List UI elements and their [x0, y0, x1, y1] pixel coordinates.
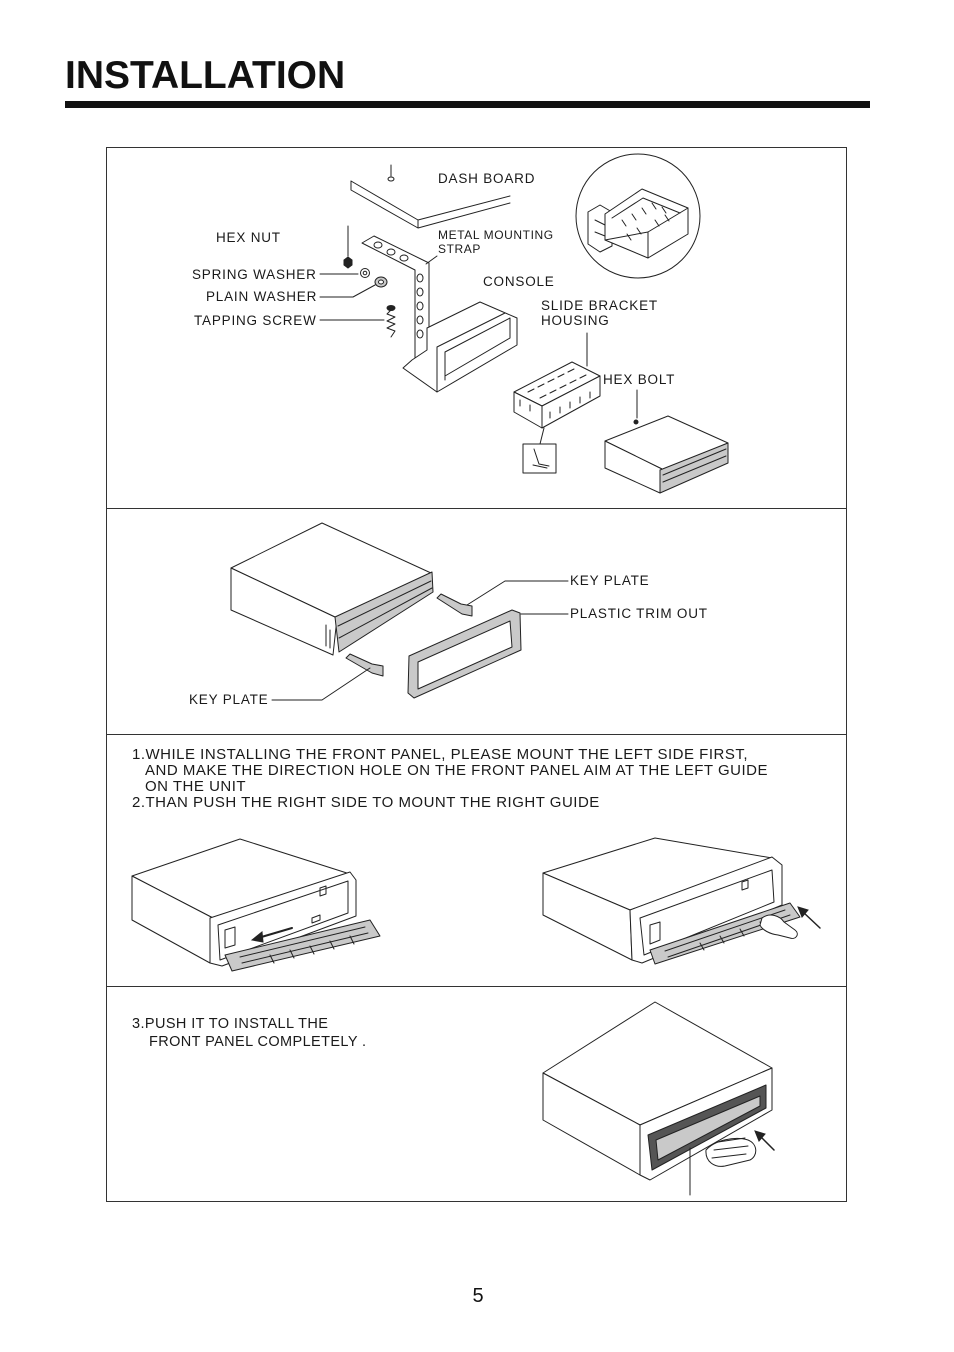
label-metal-mounting-strap-line2: STRAP — [438, 242, 482, 256]
label-slide-bracket-line2: HOUSING — [541, 313, 610, 328]
fasteners-drawing — [319, 225, 396, 338]
instruction-line: ON THE UNIT — [145, 778, 247, 795]
connector-latch — [594, 219, 606, 237]
unit-front-lines — [662, 448, 727, 483]
unit-mechanism — [224, 885, 327, 949]
unit-with-trim-drawing — [230, 522, 434, 656]
push-arrow-left-shaft — [257, 927, 293, 939]
connector-pins — [621, 202, 670, 241]
strap-hole — [416, 301, 424, 311]
label-key-plate-bottom: KEY PLATE — [189, 692, 269, 707]
metal-mounting-strap-drawing — [361, 235, 438, 361]
plastic-trim-opening — [417, 620, 513, 690]
label-key-plate-top: KEY PLATE — [570, 573, 650, 588]
key-plate-top-drawing — [436, 580, 569, 617]
hex-nut — [343, 256, 353, 269]
label-tapping-screw: TAPPING SCREW — [194, 313, 317, 328]
push-arrow-right-shaft — [802, 911, 821, 929]
strap-hole — [416, 287, 424, 297]
label-dash-board: DASH BOARD — [438, 171, 536, 186]
slide-bracket-side — [541, 375, 601, 429]
panel-divider-2 — [106, 734, 847, 735]
dash-board-drawing — [350, 164, 511, 229]
spring-washer — [360, 268, 370, 278]
front-panel-hatch — [239, 926, 369, 964]
push-panel-complete-drawing — [542, 1001, 775, 1196]
key-plate-top — [436, 593, 473, 617]
hand-pushing-right — [759, 914, 798, 939]
panel-divider-1 — [106, 508, 847, 509]
instruction-line: 1.WHILE INSTALLING THE FRONT PANEL, PLEA… — [132, 746, 749, 763]
metal-strap-body — [361, 235, 430, 361]
label-metal-mounting-strap-line1: METAL MOUNTING — [438, 228, 554, 242]
unit-front-lines — [337, 580, 433, 639]
label-hex-bolt: HEX BOLT — [603, 372, 676, 387]
spring-washer-hole — [362, 270, 368, 276]
instruction-line: FRONT PANEL COMPLETELY . — [149, 1034, 367, 1050]
instruction-line: 2.THAN PUSH THE RIGHT SIDE TO MOUNT THE … — [132, 794, 600, 811]
unit-side — [230, 567, 338, 656]
hand-pressing-panel — [705, 1137, 757, 1167]
dash-board-pin-head — [387, 176, 395, 182]
push-arrow-icon — [754, 1130, 766, 1142]
instruction-line: 3.PUSH IT TO INSTALL THE — [132, 1016, 329, 1032]
label-hex-nut: HEX NUT — [216, 230, 281, 245]
strap-hole — [416, 329, 424, 339]
strap-hole — [373, 241, 383, 249]
page-title: INSTALLATION — [65, 54, 346, 97]
front-panel-hatch — [664, 909, 791, 958]
console-drawing — [402, 301, 518, 393]
slide-bracket-tabs — [527, 368, 587, 399]
plain-washer-hole — [378, 279, 384, 285]
key-plate-top-leader-line — [466, 580, 569, 606]
connector-detail-circle — [575, 153, 701, 279]
unit-bezel — [629, 856, 783, 964]
slide-bracket-housing-drawing — [513, 332, 601, 474]
tapping-screw-thread — [386, 309, 396, 338]
label-slide-bracket-line1: SLIDE BRACKET — [541, 298, 658, 313]
plain-washer-leader-line — [319, 284, 376, 298]
label-console: CONSOLE — [483, 274, 555, 289]
mount-left-side-drawing — [131, 838, 381, 972]
page-number: 5 — [472, 1285, 484, 1307]
unit-front-opening — [639, 869, 775, 956]
tool-inset-detail — [532, 448, 550, 469]
label-spring-washer: SPRING WASHER — [192, 267, 317, 282]
left-arrow-icon — [250, 931, 264, 943]
tool-leader-line — [539, 427, 545, 445]
unit-side-detail — [325, 624, 331, 649]
key-plate-bottom-leader-line — [271, 667, 371, 701]
plastic-trim-drawing — [407, 609, 569, 699]
mount-right-side-drawing — [542, 837, 821, 965]
dash-board-outline — [350, 180, 511, 229]
tool-inset-box — [522, 443, 557, 474]
illustration-frame — [106, 147, 847, 1202]
strap-hole — [416, 315, 424, 325]
instruction-line: AND MAKE THE DIRECTION HOLE ON THE FRONT… — [145, 762, 768, 779]
key-plate-bottom — [345, 653, 384, 677]
hand-fingers — [711, 1137, 749, 1159]
slide-bracket-slots — [519, 391, 591, 419]
push-arrow-shaft — [759, 1135, 775, 1151]
panel-divider-3 — [106, 986, 847, 987]
title-underline — [65, 101, 870, 108]
right-arrow-icon — [797, 906, 809, 918]
console-opening — [436, 312, 511, 393]
strap-hole — [386, 248, 396, 256]
strap-hole — [416, 273, 424, 283]
strap-hole — [399, 254, 409, 262]
unit-mechanism — [649, 879, 749, 945]
label-plastic-trim-out: PLASTIC TRIM OUT — [570, 606, 708, 621]
key-plate-bottom-drawing — [271, 653, 384, 701]
hex-bolt-unit-drawing — [604, 389, 729, 494]
label-plain-washer: PLAIN WASHER — [206, 289, 318, 304]
front-panel-face — [655, 1095, 761, 1161]
hex-bolt — [633, 419, 639, 425]
strap-leader-line — [425, 255, 438, 265]
unit-front-opening — [217, 880, 349, 961]
